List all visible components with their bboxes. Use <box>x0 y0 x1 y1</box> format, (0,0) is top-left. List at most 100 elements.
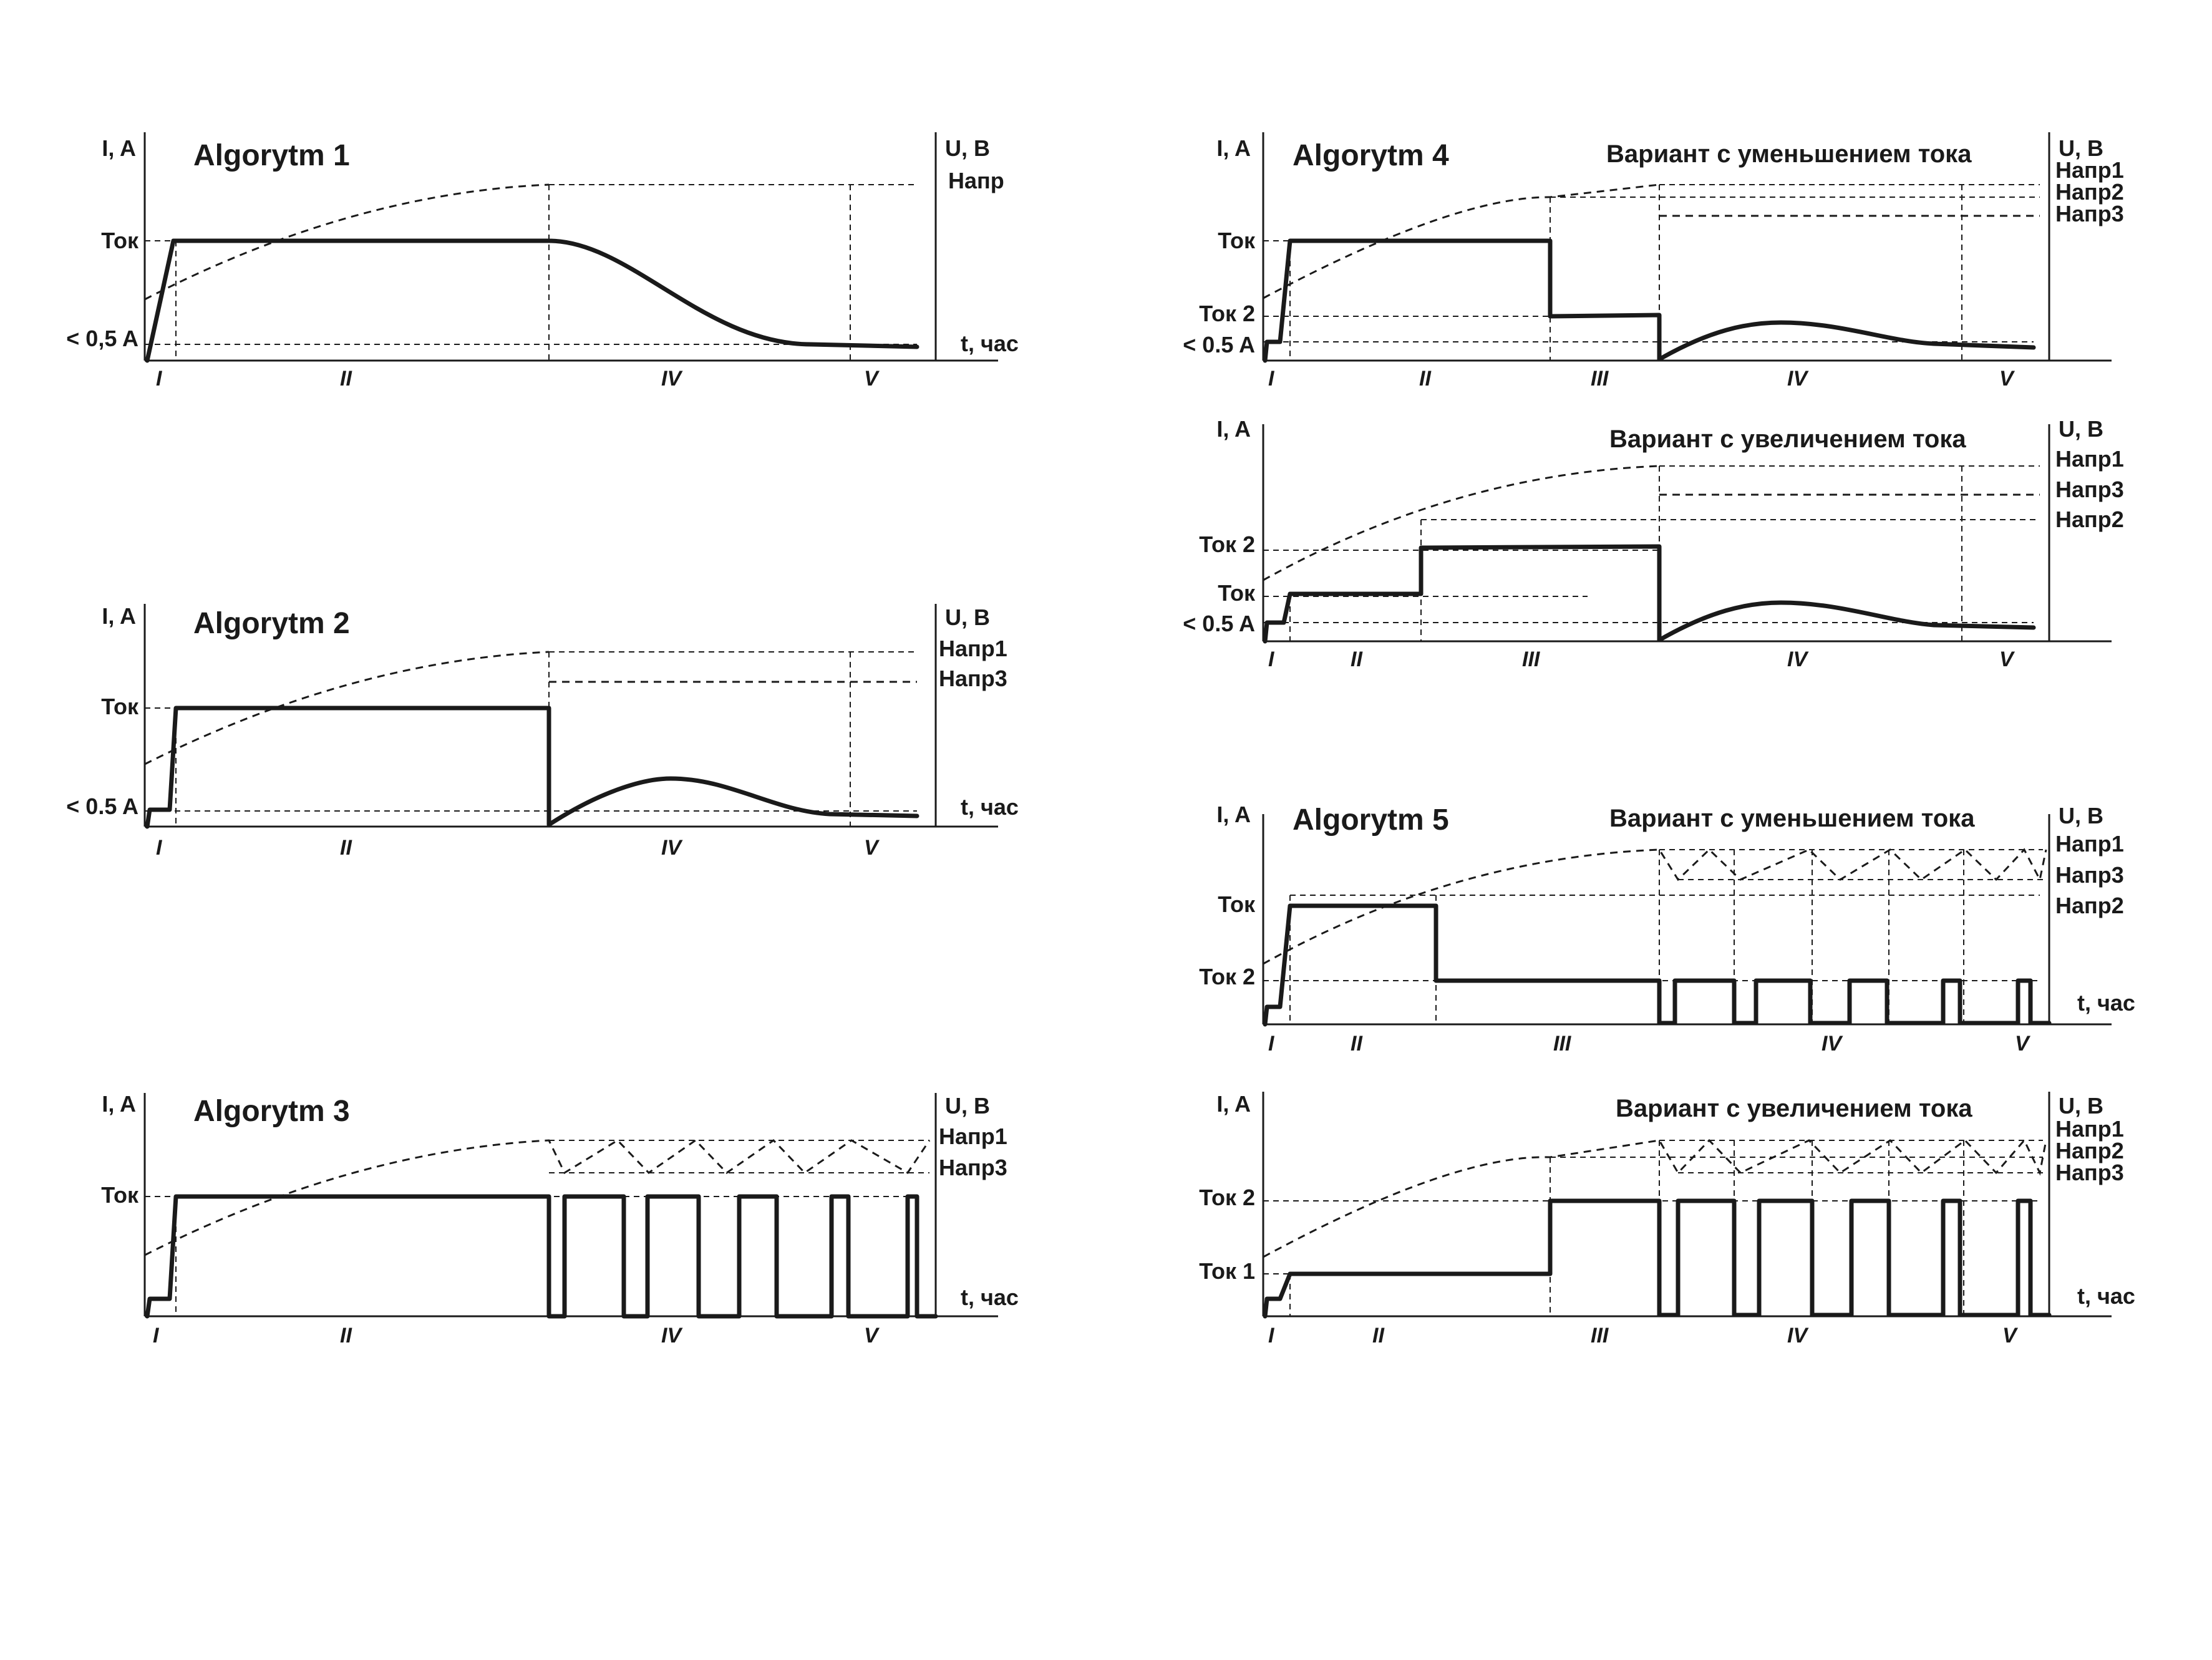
panel-algorytm-3: Algorytm 3 I, A U, B t, час Ток Напр1 На… <box>101 1091 1019 1347</box>
stage-label: I <box>1268 648 1275 671</box>
current-axis-label: I, A <box>1216 1091 1251 1117</box>
current-curve <box>145 1194 938 1319</box>
guide-lines <box>145 184 917 361</box>
stage-label: V <box>1999 648 2016 671</box>
voltage-level-label: Напр2 <box>2055 893 2124 918</box>
stage-label: IV <box>661 367 683 391</box>
current-level-label: Ток <box>1218 580 1256 606</box>
voltage-curve <box>1263 1138 2047 1258</box>
current-level-label: Ток 1 <box>1199 1258 1255 1284</box>
stage-label: II <box>340 836 352 860</box>
guide-lines <box>145 651 917 827</box>
stage-label: I <box>156 836 163 860</box>
current-level-label: Ток <box>101 694 139 719</box>
current-level-label: Ток <box>1218 891 1256 917</box>
panel-algorytm-4-decrease: Algorytm 4 Вариант с уменьшением тока I,… <box>1183 132 2124 391</box>
stage-label: I <box>1268 367 1275 391</box>
stage-label: II <box>1351 648 1363 671</box>
voltage-level-label: Напр1 <box>2055 446 2124 472</box>
guide-lines <box>1263 465 2040 641</box>
current-curve <box>1263 238 2036 363</box>
voltage-axis-label: U, B <box>945 135 990 161</box>
voltage-axis-label: U, B <box>945 1093 990 1119</box>
current-level-label: Ток <box>101 228 139 253</box>
voltage-level-label: Напр1 <box>2055 157 2124 183</box>
stage-label: V <box>864 1324 880 1347</box>
panel-algorytm-1: Algorytm 1 I, A U, B t, час Ток < 0,5 A … <box>66 132 1019 391</box>
voltage-level-label: Напр3 <box>2055 201 2124 226</box>
current-level-label: Ток 2 <box>1199 1185 1255 1210</box>
stage-label: I <box>156 367 163 391</box>
voltage-level-label: Напр1 <box>2055 1116 2124 1142</box>
guide-lines <box>145 1140 929 1316</box>
panel-title: Algorytm 2 <box>193 607 350 640</box>
stage-label: II <box>1351 1032 1363 1056</box>
voltage-axis-label: U, B <box>2059 803 2103 828</box>
time-axis-label: t, час <box>2077 1283 2135 1309</box>
current-curve <box>1263 544 2036 644</box>
current-level-label: < 0.5 A <box>66 794 138 819</box>
stage-label: I <box>1268 1032 1275 1056</box>
voltage-curve <box>144 1139 931 1256</box>
current-axis-label: I, A <box>1216 135 1251 161</box>
stage-label: II <box>340 1324 352 1347</box>
panel-algorytm-4-increase: Вариант с увеличением тока I, A U, B Ток… <box>1183 416 2124 671</box>
current-axis-label: I, A <box>1216 416 1251 442</box>
current-level-label: Ток <box>1218 228 1256 253</box>
current-axis-label: I, A <box>102 1091 136 1117</box>
voltage-curve <box>1263 183 1660 299</box>
voltage-level-label: Напр2 <box>2055 507 2124 532</box>
stage-label: I <box>1268 1324 1275 1347</box>
voltage-level-label: Напр3 <box>2055 862 2124 888</box>
voltage-axis-label: U, B <box>945 604 990 630</box>
voltage-axis-label: U, B <box>2059 416 2103 442</box>
stage-label: V <box>2015 1032 2031 1056</box>
time-axis-label: t, час <box>2077 990 2135 1016</box>
current-curve <box>1263 1198 2052 1319</box>
time-axis-label: t, час <box>961 794 1019 820</box>
stage-label: III <box>1591 1324 1609 1347</box>
voltage-level-label: Напр1 <box>2055 831 2124 857</box>
stage-label: IV <box>1787 367 1809 391</box>
panel-algorytm-5-decrease: Algorytm 5 Вариант с уменьшением тока I,… <box>1199 802 2135 1056</box>
stage-label: III <box>1522 648 1541 671</box>
panel-title: Algorytm 1 <box>193 139 350 172</box>
stage-label: IV <box>1822 1032 1843 1056</box>
variant-label: Вариант с уменьшением тока <box>1606 140 1972 168</box>
current-curve <box>145 238 919 363</box>
current-axis-label: I, A <box>1216 802 1251 827</box>
current-level-label: Ток <box>101 1182 139 1208</box>
current-level-label: < 0.5 A <box>1183 611 1255 636</box>
variant-label: Вариант с увеличением тока <box>1616 1095 1972 1122</box>
panel-title: Algorytm 3 <box>193 1095 350 1128</box>
stage-label: II <box>340 367 352 391</box>
voltage-level-label: Напр3 <box>2055 1160 2124 1185</box>
current-level-label: Ток 2 <box>1199 531 1255 557</box>
current-curve <box>145 706 919 829</box>
stage-label: V <box>864 836 880 860</box>
voltage-curve <box>1263 848 2047 965</box>
time-axis-label: t, час <box>961 1284 1019 1310</box>
stage-label: IV <box>661 1324 683 1347</box>
voltage-level-label: Напр3 <box>939 666 1007 691</box>
guide-lines <box>1263 184 2040 361</box>
time-axis-label: t, час <box>961 331 1019 356</box>
stage-label: V <box>864 367 880 391</box>
voltage-level-label: Напр1 <box>939 1124 1007 1149</box>
current-level-label: < 0.5 A <box>1183 332 1255 357</box>
panel-title: Algorytm 4 <box>1293 139 1449 172</box>
voltage-axis-label: U, B <box>2059 135 2103 161</box>
stage-label: II <box>1419 367 1432 391</box>
stage-label: IV <box>661 836 683 860</box>
stage-label: II <box>1372 1324 1385 1347</box>
variant-label: Вариант с уменьшением тока <box>1609 805 1975 832</box>
voltage-level-label: Напр2 <box>2055 1138 2124 1163</box>
voltage-axis-label: U, B <box>2059 1093 2103 1119</box>
voltage-level-label: Напр1 <box>939 636 1007 661</box>
variant-label: Вариант с увеличением тока <box>1609 425 1966 453</box>
panel-algorytm-2: Algorytm 2 I, A U, B t, час Ток < 0.5 A … <box>66 603 1019 860</box>
current-axis-label: I, A <box>102 135 136 161</box>
current-level-label: Ток 2 <box>1199 964 1255 989</box>
stage-label: III <box>1591 367 1609 391</box>
